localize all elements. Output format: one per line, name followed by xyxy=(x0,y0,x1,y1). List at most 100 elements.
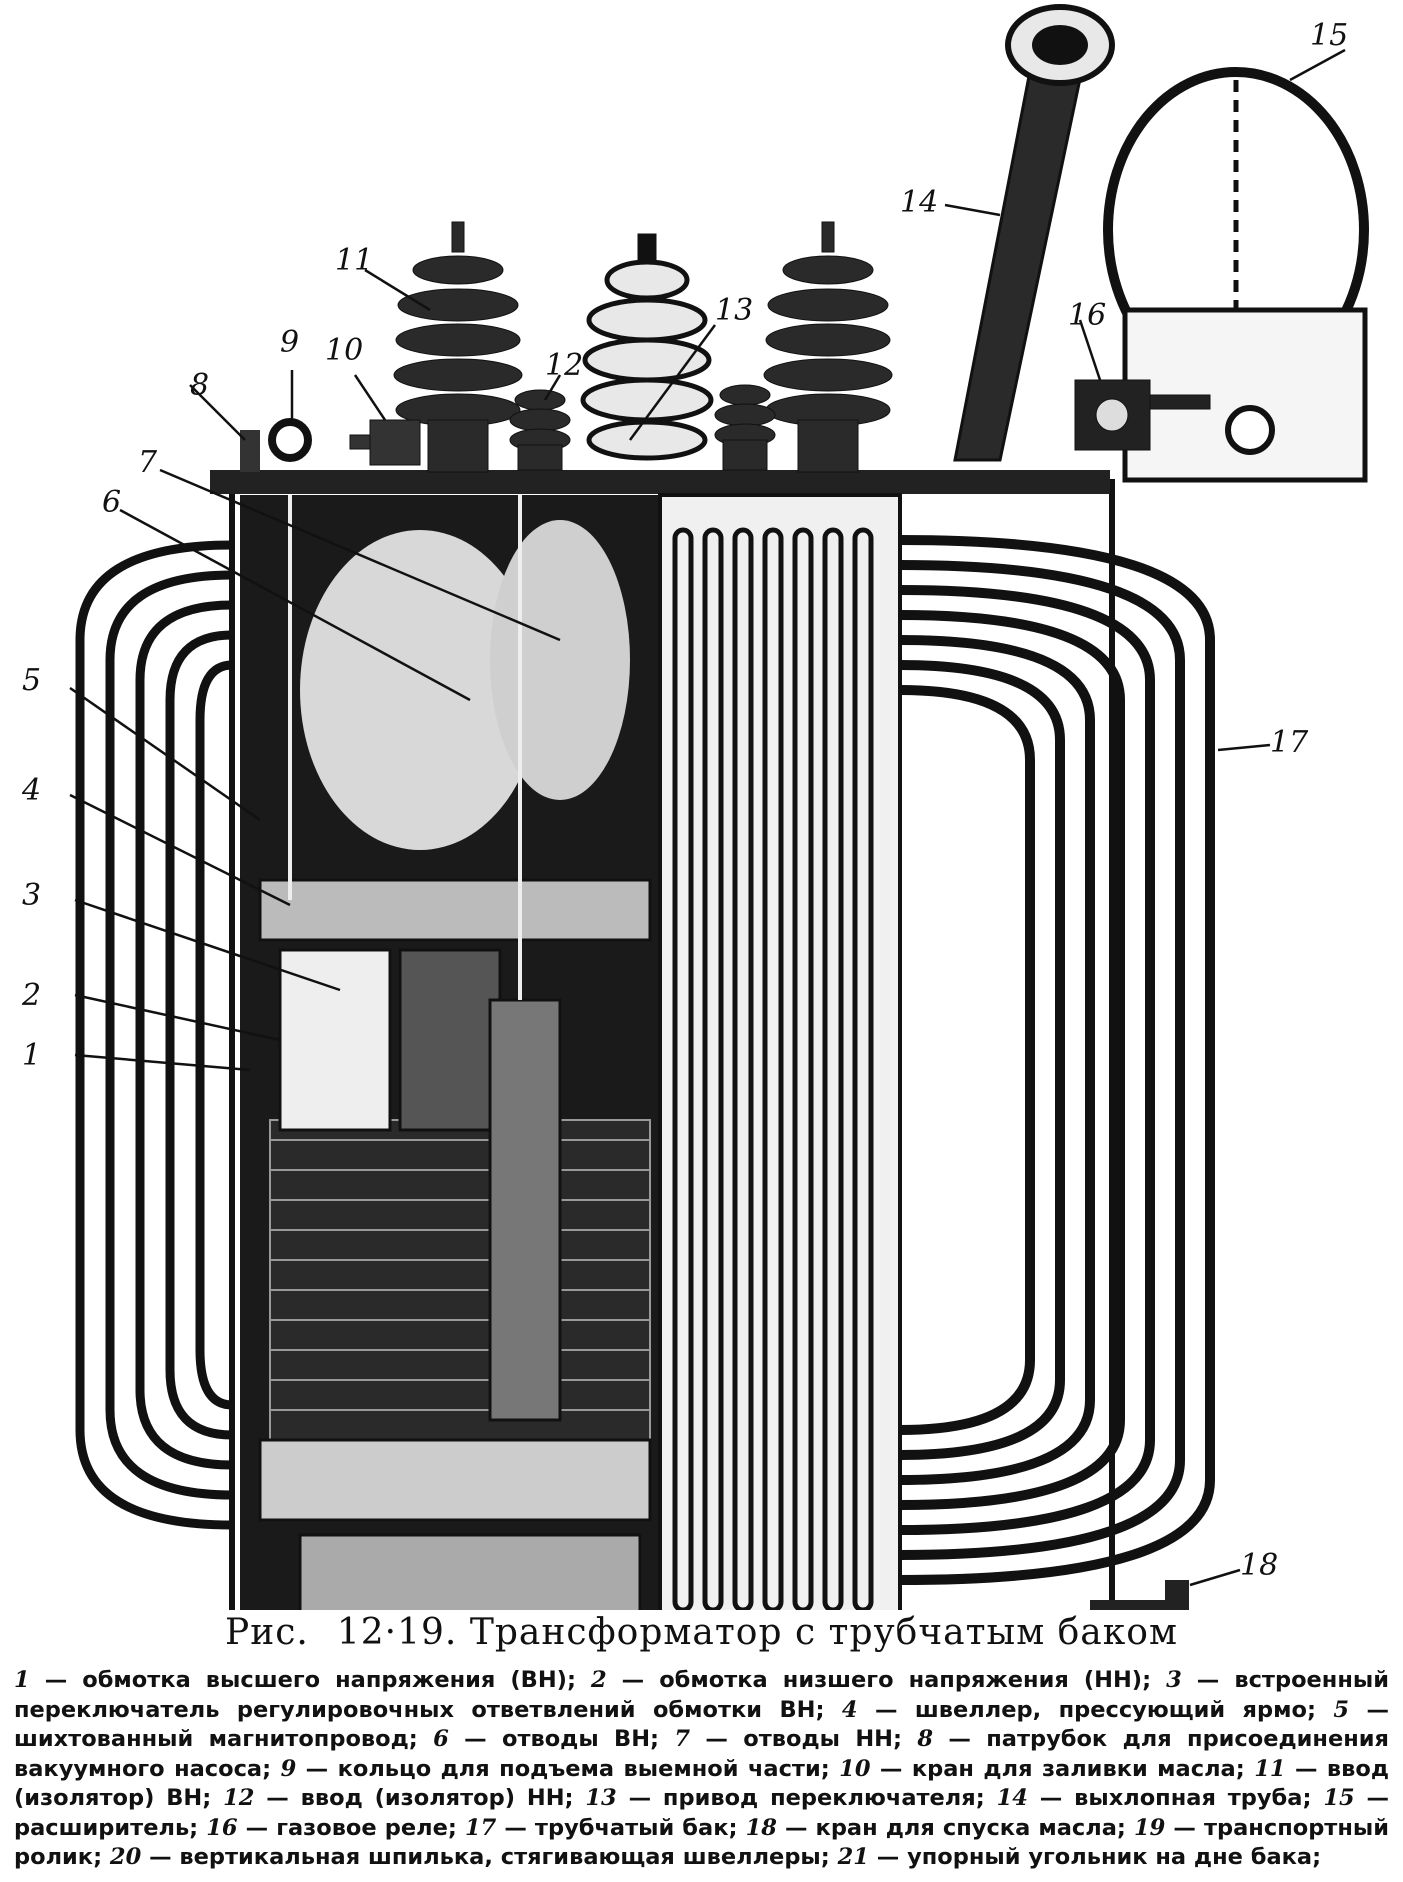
callout-4: 4 xyxy=(21,773,41,808)
legend-entry-10: 10 — кран для заливки масла; xyxy=(839,1756,1254,1782)
legend-entry-text: — транспортный ролик; xyxy=(14,1814,1389,1871)
legend-entry-6: 6 — отводы ВН; xyxy=(433,1726,674,1752)
legend-entry-number: 13 xyxy=(585,1785,617,1811)
hv-bushing-left xyxy=(393,221,523,473)
legend-entry-14: 14 — выхлопная труба; xyxy=(997,1785,1324,1811)
legend-entry-8: 8 — патрубок для присоединения вакуумног… xyxy=(14,1726,1389,1782)
legend-entry-number: 5 xyxy=(1333,1696,1350,1723)
legend-entry-text: — упорный угольник на дне бака; xyxy=(868,1844,1322,1870)
legend-entry-1: 1 — обмотка высшего напряжения (ВН); xyxy=(14,1667,591,1693)
legend-entry-text: — вертикальная шпилька, стягивающая швел… xyxy=(141,1844,838,1870)
callout-14: 14 xyxy=(900,185,938,220)
vacuum-pipe xyxy=(240,430,260,472)
legend-entry-number: 11 xyxy=(1254,1755,1286,1782)
figure-legend: 1 — обмотка высшего напряжения (ВН); 2 —… xyxy=(14,1666,1389,1873)
legend-entry-number: 19 xyxy=(1134,1814,1166,1841)
legend-entry-number: 2 xyxy=(590,1667,607,1693)
legend-entry-20: 20 — вертикальная шпилька, стягивающая ш… xyxy=(110,1844,838,1870)
callout-7: 7 xyxy=(138,445,158,480)
transformer-diagram: 1 2 3 4 5 6 7 8 9 10 11 12 13 14 15 16 1… xyxy=(21,4,1369,1610)
legend-entry-11: 11 — ввод (изолятор) ВН; xyxy=(14,1756,1389,1812)
callout-9: 9 xyxy=(280,325,299,360)
legend-entry-text: — патрубок для присоединения вакуумного … xyxy=(14,1726,1389,1782)
legend-entry-text: — кран для спуска масла; xyxy=(776,1814,1134,1841)
legend-entry-number: 20 xyxy=(109,1844,142,1870)
legend-entry-text: — кран для заливки масла; xyxy=(870,1755,1255,1782)
figure-caption-title: 12·19. Трансформатор с трубчатым баком xyxy=(336,1612,1178,1653)
legend-entry-7: 7 — отводы НН; xyxy=(674,1726,917,1752)
magnetic-core xyxy=(269,1119,651,1441)
legend-entry-text: — отводы ВН; xyxy=(448,1726,675,1752)
legend-entry-text: — ввод (изолятор) ВН; xyxy=(14,1755,1389,1812)
callout-6: 6 xyxy=(102,485,121,520)
lv-bushings xyxy=(509,384,776,471)
leader-lines xyxy=(69,48,1346,1587)
oil-space xyxy=(300,530,540,850)
legend-entry-number: 16 xyxy=(206,1814,238,1841)
legend-entry-number: 15 xyxy=(1323,1785,1355,1811)
legend-entry-text: — привод переключателя; xyxy=(616,1785,997,1811)
legend-entry-text: — газовое реле; xyxy=(237,1814,465,1841)
callout-18: 18 xyxy=(1240,1548,1278,1583)
lower-yoke xyxy=(258,1438,652,1522)
legend-entry-17: 17 — трубчатый бак; xyxy=(465,1815,746,1841)
gas-relay xyxy=(1074,379,1275,455)
legend-entry-number: 17 xyxy=(464,1814,497,1841)
legend-entry-text: — отводы НН; xyxy=(690,1726,918,1752)
legend-entry-number: 6 xyxy=(433,1726,449,1752)
legend-entry-text: — шихтованный магнитопровод; xyxy=(14,1696,1389,1753)
yoke-channel xyxy=(258,878,652,942)
legend-entry-text: — обмотка высшего напряжения (ВН); xyxy=(29,1667,591,1693)
hv-winding xyxy=(278,948,392,1132)
legend-entry-text: — швеллер, прессующий ярмо; xyxy=(857,1696,1334,1723)
drain-valve xyxy=(1090,1580,1189,1610)
legend-entry-21: 21 — упорный угольник на дне бака; xyxy=(838,1844,1321,1870)
legend-entry-12: 12 — ввод (изолятор) НН; xyxy=(223,1785,585,1811)
legend-entry-number: 10 xyxy=(839,1755,871,1782)
legend-entry-number: 18 xyxy=(745,1814,777,1841)
figure-caption-prefix: Рис. xyxy=(225,1612,309,1653)
callout-5: 5 xyxy=(22,663,41,698)
callout-11: 11 xyxy=(335,243,373,278)
legend-entry-number: 21 xyxy=(837,1844,869,1870)
legend-entry-number: 14 xyxy=(996,1785,1028,1811)
legend-entry-5: 5 — шихтованный магнитопровод; xyxy=(14,1697,1389,1753)
callout-3: 3 xyxy=(22,878,41,913)
tap-changer xyxy=(488,998,562,1422)
callout-16: 16 xyxy=(1068,298,1106,333)
figure-caption: Рис. 12·19. Трансформатор с трубчатым бак… xyxy=(0,1612,1403,1653)
filling-valve xyxy=(349,419,421,466)
legend-entry-text: — выхлопная труба; xyxy=(1027,1785,1324,1811)
legend-entry-text: — встроенный переключатель регулировочны… xyxy=(14,1667,1389,1723)
legend-entry-text: — ввод (изолятор) НН; xyxy=(254,1785,586,1811)
lv-winding xyxy=(398,948,502,1132)
legend-entry-number: 9 xyxy=(280,1755,297,1782)
hv-bushing-right xyxy=(763,221,893,473)
callout-8: 8 xyxy=(190,368,209,403)
tank-cover xyxy=(210,470,1110,494)
callout-12: 12 xyxy=(545,348,583,383)
legend-entry-18: 18 — кран для спуска масла; xyxy=(746,1815,1134,1841)
callout-1: 1 xyxy=(22,1038,41,1073)
lifting-ring xyxy=(268,418,312,462)
legend-entry-13: 13 — привод переключателя; xyxy=(585,1785,996,1811)
callout-2: 2 xyxy=(21,978,41,1013)
conservator xyxy=(1103,67,1369,483)
exhaust-pipe xyxy=(953,4,1115,462)
callout-13: 13 xyxy=(715,293,753,328)
right-cooling-tubes xyxy=(899,535,1215,1585)
callout-15: 15 xyxy=(1310,18,1348,53)
legend-entry-text: — трубчатый бак; xyxy=(496,1814,746,1841)
legend-entry-number: 1 xyxy=(14,1667,30,1693)
legend-entry-2: 2 — обмотка низшего напряжения (НН); xyxy=(591,1667,1166,1693)
legend-entry-9: 9 — кольцо для подъема выемной части; xyxy=(281,1756,840,1782)
legend-entry-number: 8 xyxy=(917,1726,934,1752)
legend-entry-3: 3 — встроенный переключатель регулировоч… xyxy=(14,1667,1389,1723)
legend-entry-number: 3 xyxy=(1166,1667,1182,1693)
legend-entry-number: 4 xyxy=(841,1696,858,1723)
left-cooling-tubes xyxy=(75,540,233,1530)
center-bushing xyxy=(580,233,714,461)
legend-entry-15: 15 — расширитель; xyxy=(14,1785,1389,1841)
legend-entry-text: — расширитель; xyxy=(14,1785,1390,1841)
legend-entry-number: 7 xyxy=(674,1726,691,1752)
